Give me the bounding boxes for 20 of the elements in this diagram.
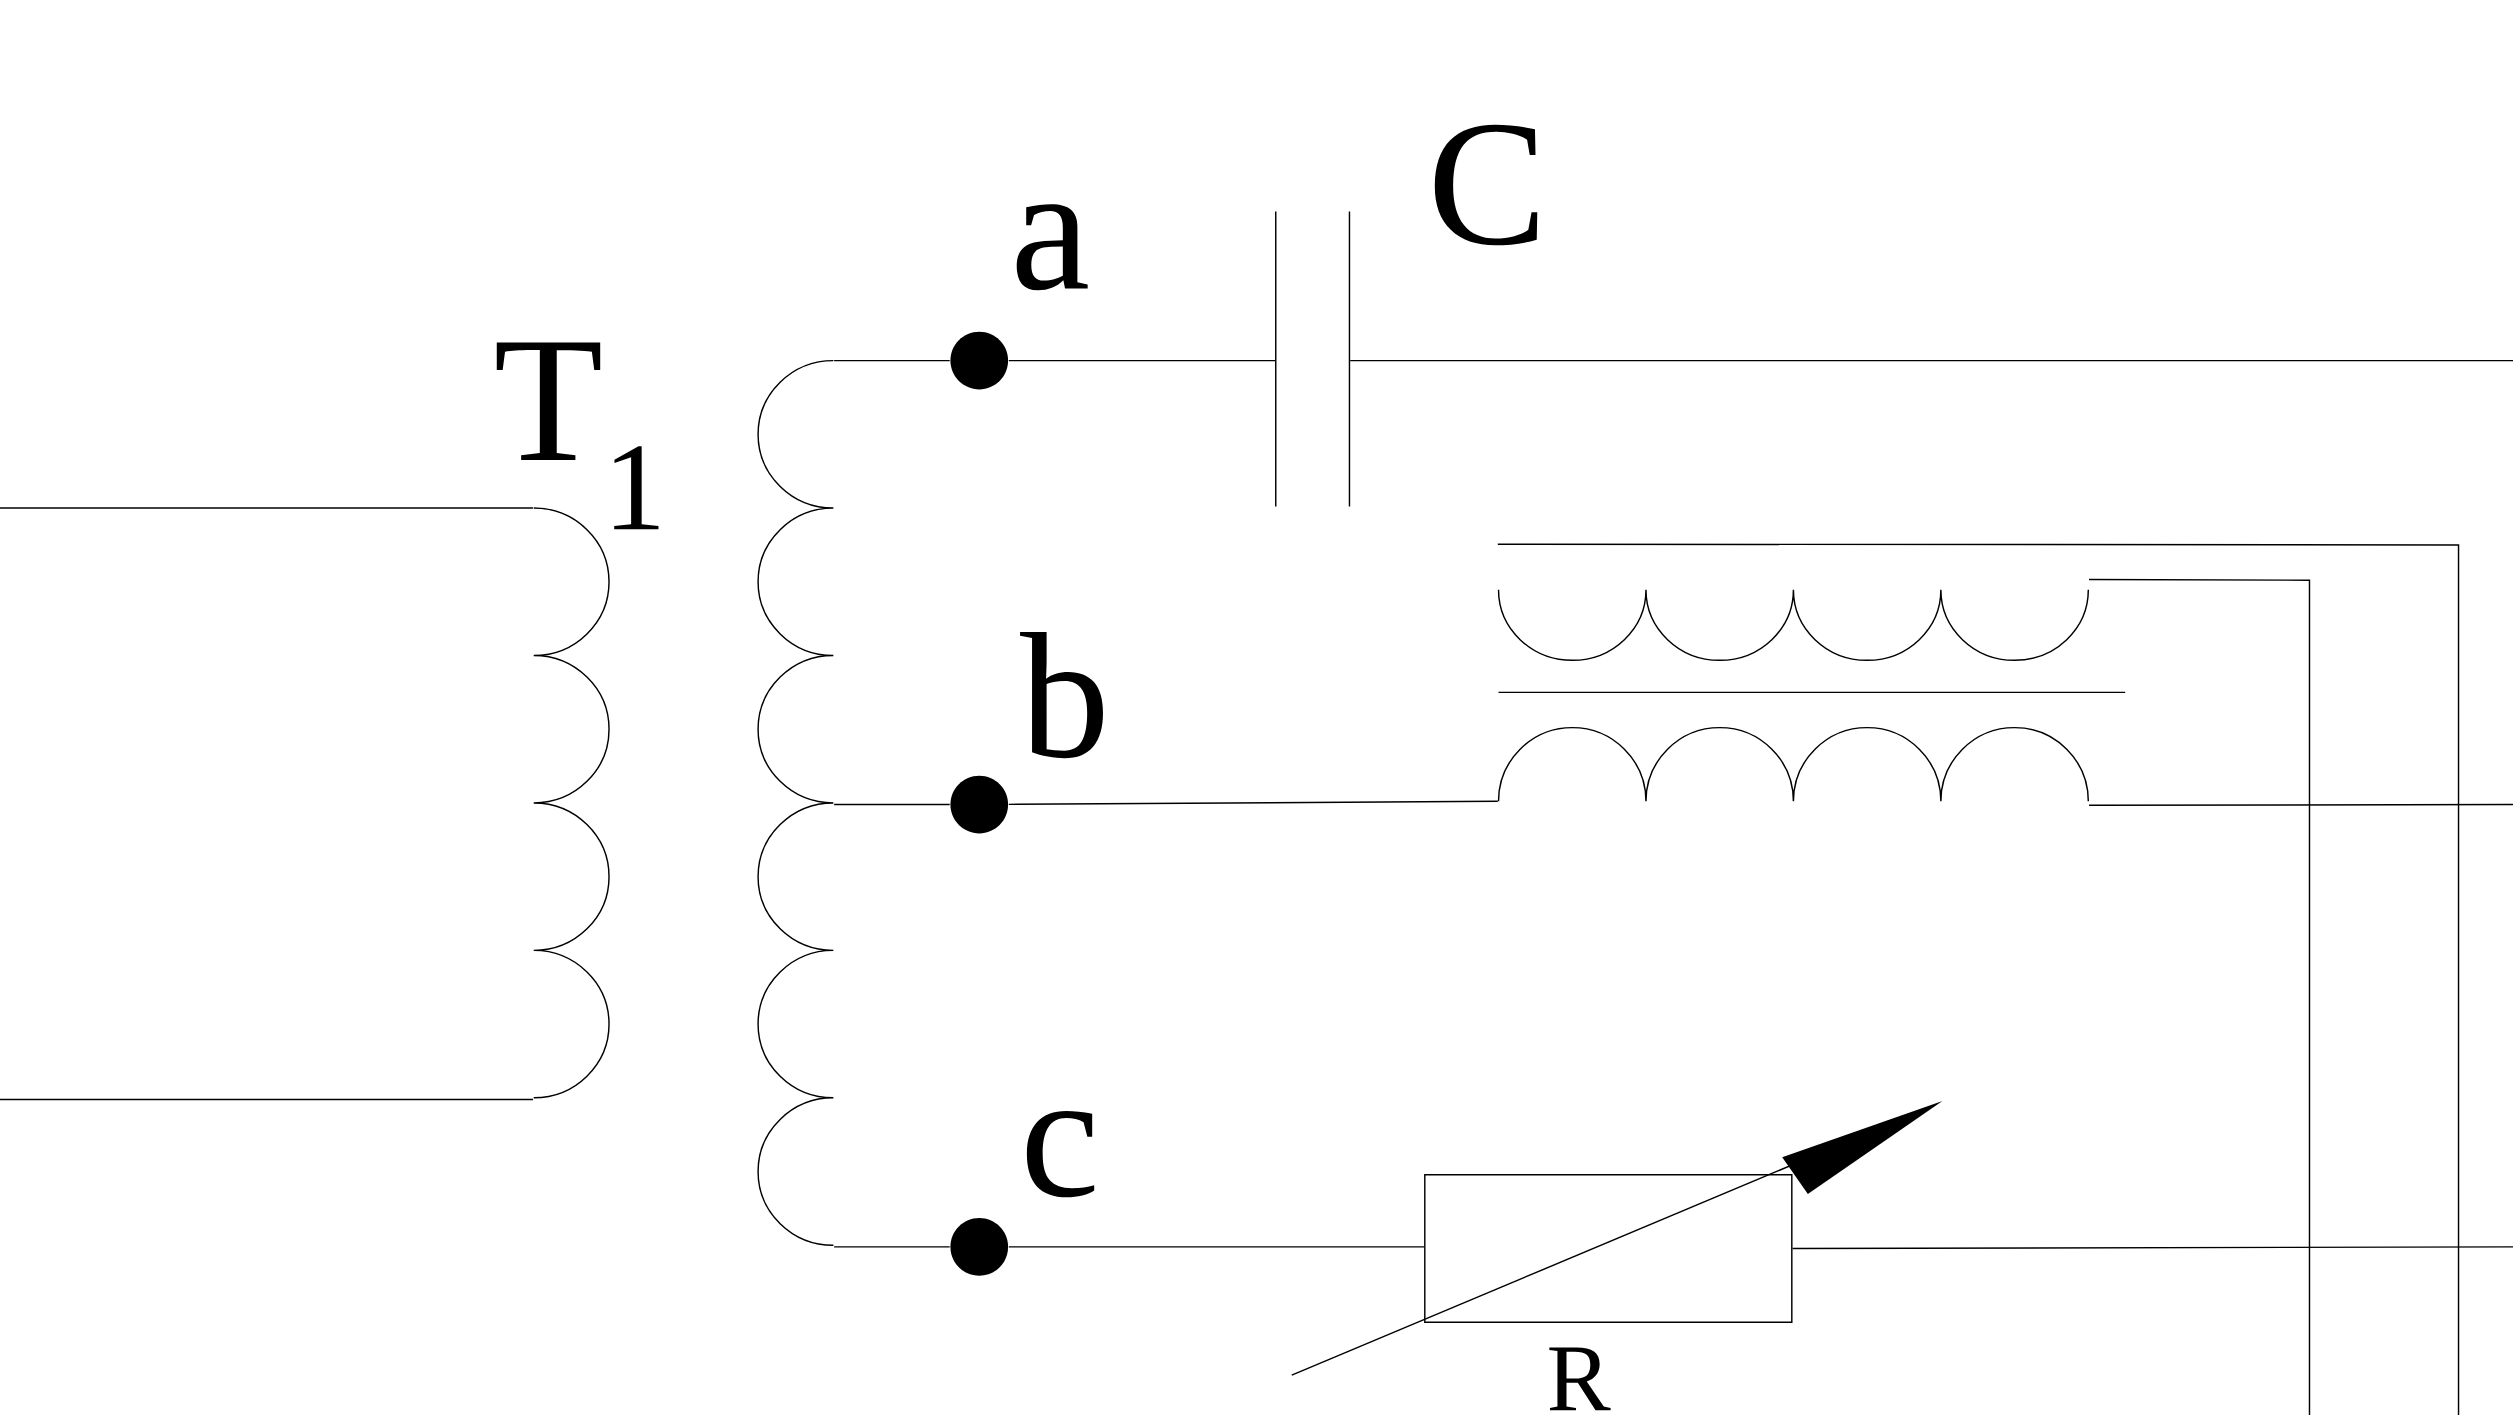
component-label: R [1549, 1347, 1611, 1411]
wire [833, 1246, 951, 1248]
wire [2088, 803, 2513, 806]
wire [2088, 578, 2311, 1415]
wire [833, 359, 951, 362]
wire [1008, 1246, 1425, 1248]
terminal-label: a [1016, 204, 1088, 291]
terminal-label: c [1026, 1110, 1095, 1198]
wire [833, 803, 951, 806]
component-label: C [1434, 124, 1538, 246]
wire [0, 1098, 534, 1101]
terminal-label: b [1020, 631, 1103, 759]
wire [1349, 359, 2513, 362]
wire [1497, 543, 2460, 1415]
wire [0, 507, 534, 509]
reactor-drawing [1497, 589, 2126, 802]
wire [1008, 359, 1276, 362]
wire [1791, 1246, 2513, 1250]
component-label: T$_{1}$ [496, 342, 659, 530]
wire [1008, 800, 1499, 805]
